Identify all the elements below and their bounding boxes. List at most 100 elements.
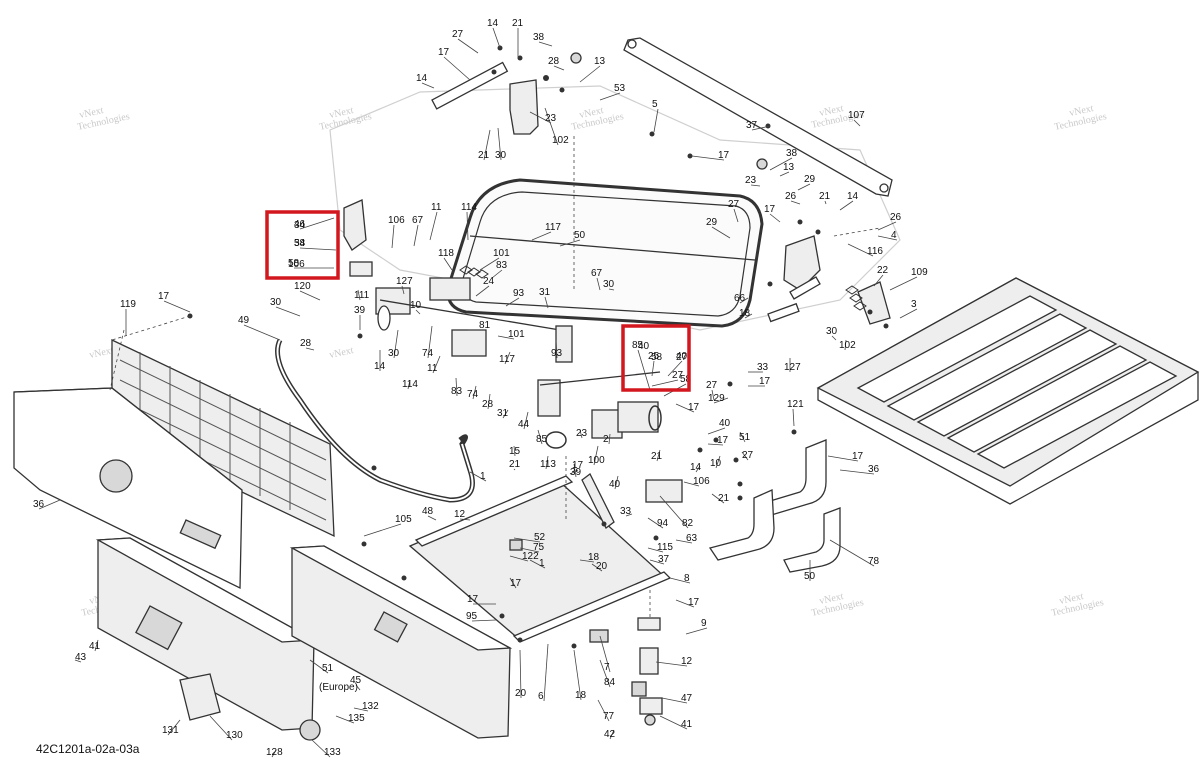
leader-line	[797, 183, 811, 191]
leader-line	[579, 429, 583, 439]
callout-label: 1	[539, 558, 545, 569]
callout-label: 10	[710, 458, 722, 469]
lower-frame	[408, 473, 672, 643]
callout-label: 27	[672, 370, 684, 381]
callout-label: 17	[852, 451, 864, 462]
leader-line	[889, 276, 918, 291]
callout-label: 21	[718, 493, 730, 504]
watermark: vNext	[1058, 591, 1084, 607]
leader-line	[472, 385, 477, 400]
rear-gate	[13, 338, 335, 590]
callout-label: 28	[482, 399, 494, 410]
leader-line	[509, 555, 529, 562]
leader-line	[491, 269, 503, 279]
callout-label: 23	[576, 428, 588, 439]
callout-label: 127	[396, 276, 413, 287]
callout-label: 132	[362, 701, 379, 712]
callout-label: 77	[603, 711, 615, 722]
right-hinge	[767, 235, 891, 325]
callout-label: 17	[510, 578, 522, 589]
callout-label: 111	[354, 290, 370, 301]
leader-line	[413, 224, 419, 247]
leader-line	[502, 409, 509, 419]
leader-line	[209, 715, 233, 741]
callout-label: 106	[693, 476, 710, 487]
leader-line	[711, 226, 731, 239]
leader-line	[167, 719, 181, 736]
leader-line	[707, 443, 724, 446]
callout-label: 106	[388, 215, 405, 226]
leader-line	[675, 539, 693, 544]
callout-label: 41	[89, 641, 101, 652]
leader-line	[505, 297, 520, 307]
leader-line	[750, 184, 761, 187]
leader-line	[647, 517, 664, 529]
callout-label: 13	[783, 162, 795, 173]
callout-label: 28	[300, 338, 312, 349]
callout-label: 41	[681, 719, 693, 730]
leader-line	[497, 335, 515, 340]
leader-line	[790, 200, 801, 205]
callout-label: 42	[604, 729, 616, 740]
callout-label: 94	[657, 518, 669, 529]
hardware-stack	[631, 617, 663, 726]
callout-label: 33	[757, 362, 769, 373]
leader-line	[94, 639, 99, 652]
upper-bracket	[509, 79, 539, 135]
callout-label: 43	[75, 652, 87, 663]
leader-line	[513, 537, 541, 543]
leader-line	[407, 379, 411, 390]
callout-label: 115	[657, 542, 673, 553]
left-hinge	[343, 199, 367, 251]
leader-line	[537, 429, 543, 445]
leader-line	[523, 411, 529, 430]
latch-mechanism-center	[537, 325, 662, 449]
callout-label: 23	[745, 175, 757, 186]
leader-line	[492, 27, 501, 49]
crossbar-end	[627, 39, 637, 49]
callout-label: 116	[867, 246, 883, 257]
watermark: vNext	[578, 105, 604, 121]
leader-line	[847, 243, 874, 257]
leader-line	[421, 82, 435, 89]
leader-line	[669, 577, 691, 584]
leader-line	[683, 481, 700, 487]
drawing-id: 42C1201a-02a-03a	[36, 742, 140, 756]
leader-line	[529, 559, 546, 569]
leader-line	[675, 403, 695, 413]
callout-label: 14	[690, 462, 702, 473]
callout-label: 66	[734, 293, 746, 304]
leader-line	[899, 308, 918, 319]
callout-label: 17	[572, 460, 584, 471]
callout-label: 14	[847, 191, 859, 202]
callout-label: 84	[604, 677, 616, 688]
callout-label: 37	[658, 554, 670, 565]
leader-line	[829, 539, 875, 567]
crossbar-end	[879, 183, 889, 193]
callout-label: 20	[515, 688, 527, 699]
latch-plate	[179, 673, 221, 721]
leader-line	[649, 559, 665, 565]
leader-line	[769, 157, 793, 171]
knob	[756, 158, 768, 170]
window-frame	[446, 178, 764, 328]
callout-label: 40	[609, 479, 621, 490]
callout-label: 109	[911, 267, 928, 278]
leader-line	[792, 408, 795, 427]
leader-line	[596, 277, 601, 291]
leader-line	[415, 309, 421, 315]
callout-label: 120	[294, 281, 311, 292]
ghost-body-outline	[329, 85, 901, 331]
knob	[570, 52, 582, 64]
leader-line	[844, 339, 847, 351]
leader-line	[469, 471, 487, 482]
callout-label: 14	[374, 361, 386, 372]
leader-line	[335, 715, 355, 724]
callout-label: 85	[536, 434, 548, 445]
leader-line	[38, 499, 61, 510]
callout-label: 113	[540, 459, 556, 470]
callout-label: 85	[632, 340, 644, 351]
leader-line	[299, 247, 337, 251]
callout-label: 74	[422, 348, 434, 359]
callout-label: 2	[603, 434, 609, 445]
